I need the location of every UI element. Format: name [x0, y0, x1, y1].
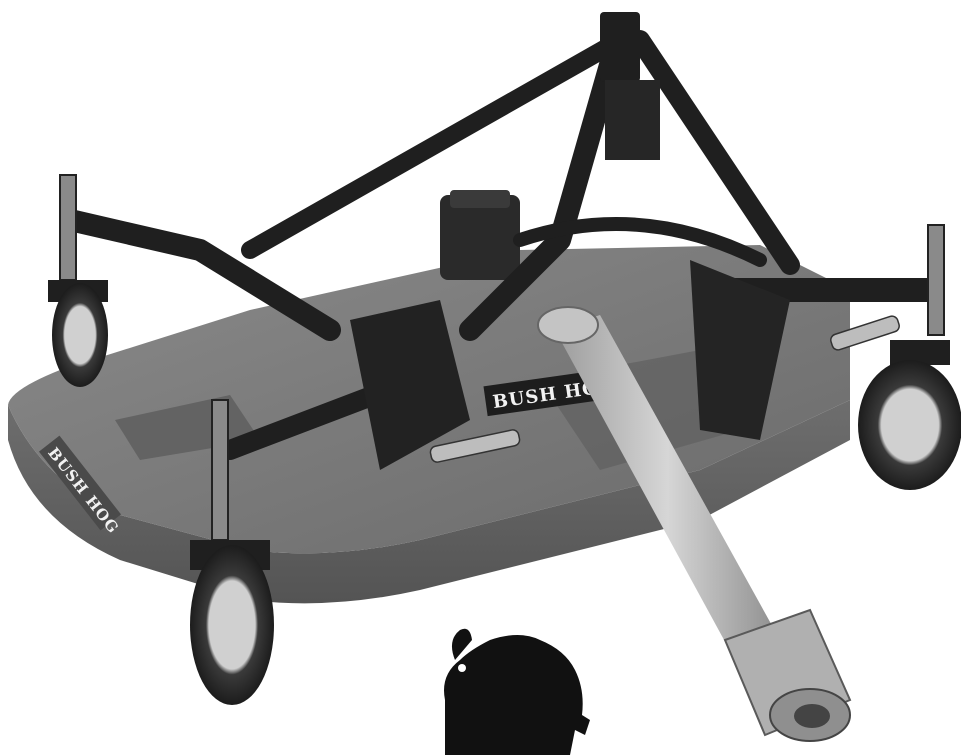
deck-side-decal-panel	[38, 435, 122, 531]
hitch-plate	[605, 80, 660, 160]
deck-front-decal-panel	[483, 369, 605, 417]
pto-driveshaft	[537, 306, 852, 742]
gearbox-cap	[450, 190, 510, 208]
front-bracket	[350, 300, 470, 470]
caster-wheel-front-left	[190, 540, 274, 705]
hitch-pins	[429, 315, 900, 463]
hitch-top	[600, 12, 640, 82]
caster-wheel-right	[858, 340, 961, 490]
front-bracket	[690, 260, 790, 440]
caster-posts	[59, 174, 945, 541]
caster-wheel-back-left	[48, 280, 108, 387]
gearbox	[440, 195, 520, 280]
buffalo-logo-icon	[444, 628, 590, 755]
mower-frame	[59, 19, 942, 460]
